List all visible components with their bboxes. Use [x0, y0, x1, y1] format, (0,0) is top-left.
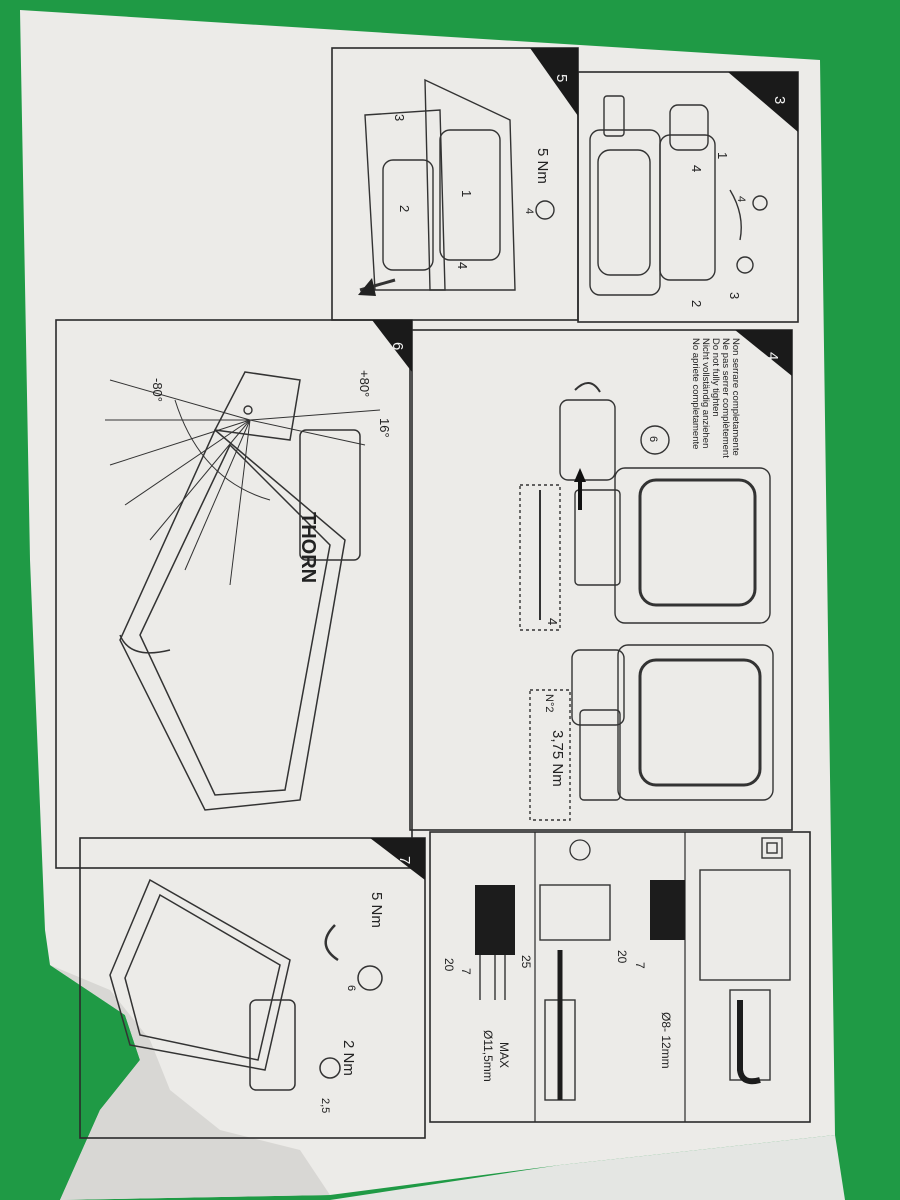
panel-6: 6 -80° +80° 16° THORN — [55, 319, 413, 869]
p6-brand: THORN — [297, 512, 319, 583]
p3-label-3: 3 — [727, 292, 742, 299]
wiring-strip-a: 20 — [442, 958, 456, 972]
panel-3-number: 3 — [771, 96, 788, 104]
panel-6-number: 6 — [389, 342, 406, 350]
p5-label-3: 3 — [392, 114, 407, 121]
panel-7-number: 7 — [396, 856, 413, 864]
p5-hex: 4 — [523, 208, 535, 214]
panel-wiring: 20 7 25 20 7 MAX Ø11,5mm Ø8- 12mm — [429, 831, 811, 1123]
p6-angle-minus: -80° — [150, 378, 165, 402]
p5-label-1: 1 — [459, 190, 474, 197]
p4-notice-fr: Ne pas serrer complètement — [720, 338, 731, 458]
p4-notice-it: Non serrare completamente — [730, 338, 741, 456]
p4-notice-en: Do not fully tighten — [710, 338, 721, 417]
wiring-cable-range: Ø8- 12mm — [659, 1012, 673, 1069]
p4-torque: 3,75 Nm — [549, 730, 566, 787]
panel-3: 3 1 4 4 3 2 — [577, 71, 799, 323]
p3-label-4a: 4 — [689, 165, 704, 172]
panel-5-number: 5 — [553, 74, 570, 82]
p4-screwdriver-size: 4 — [545, 618, 560, 625]
p7-torque-a: 5 Nm — [368, 892, 385, 928]
p5-label-2: 2 — [397, 205, 412, 212]
torn-corner — [50, 965, 330, 1200]
p7-torque-b: 2 Nm — [340, 1040, 357, 1076]
p7-hex-b: 2,5 — [319, 1098, 331, 1113]
wiring-cable-max: MAX — [497, 1042, 511, 1068]
p4-notice-es: No apriete completamente — [690, 338, 701, 449]
p6-angle-tilt: 16° — [377, 418, 392, 438]
p4-hex: 6 — [647, 436, 659, 442]
wiring-strip-d: 20 — [615, 950, 629, 964]
panel-4-number: 4 — [764, 352, 781, 360]
wiring-strip-b: 7 — [459, 968, 473, 975]
p5-torque: 5 Nm — [534, 148, 551, 184]
p3-label-2: 2 — [689, 300, 704, 307]
p3-label-4b: 4 — [735, 196, 747, 202]
p7-hex-a: 6 — [345, 985, 357, 991]
p6-angle-plus: +80° — [357, 370, 372, 397]
paper-sheet — [20, 10, 835, 1200]
panel-5: 5 5 Nm 4 3 1 2 4 — [331, 47, 579, 321]
panel-4: 4 Non serrare completamente Ne pas serre… — [409, 329, 793, 831]
wiring-strip-e: 7 — [633, 962, 647, 969]
p4-notice-de: Nicht vollständig anziehen — [700, 338, 711, 448]
p3-label-1: 1 — [715, 152, 730, 159]
wiring-cable-max-size: Ø11,5mm — [481, 1030, 495, 1082]
p4-wrench-mark: N°2 — [543, 694, 555, 712]
panel-7: 7 5 Nm 6 2 Nm 2,5 — [79, 837, 426, 1139]
wiring-strip-c: 25 — [519, 955, 533, 969]
p5-label-4: 4 — [455, 262, 470, 269]
